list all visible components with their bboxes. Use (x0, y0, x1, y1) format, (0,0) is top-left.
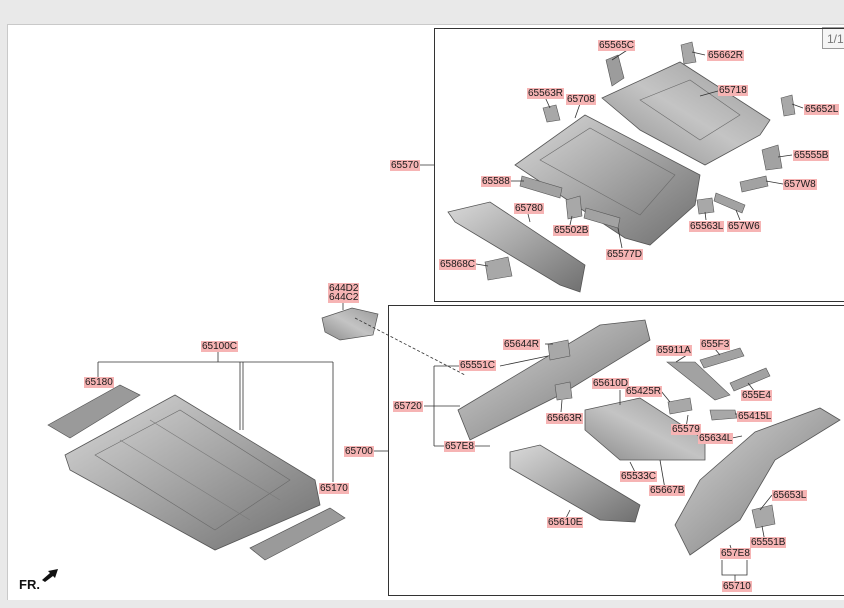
rear-floor-pan-part (514, 114, 701, 246)
part-label-65720[interactable]: 65720 (393, 401, 423, 412)
part-label-65610E[interactable]: 65610E (547, 517, 584, 528)
part-label-65868C[interactable]: 65868C (439, 259, 477, 270)
reinforcement-65180-part (47, 384, 141, 439)
rear-cross-member-part (447, 201, 586, 293)
bracket-65644R-part (547, 339, 571, 361)
part-label-657W8[interactable]: 657W8 (783, 179, 817, 190)
part-label-65610D[interactable]: 65610D (592, 378, 630, 389)
bracket-65425R-part (667, 397, 693, 415)
part-label-655F3[interactable]: 655F3 (700, 339, 731, 350)
side-member-group-box (388, 305, 844, 596)
bracket-65502B-part (565, 195, 583, 220)
bracket-65563L-part (696, 197, 715, 215)
part-label-657E8-upper[interactable]: 657E8 (444, 441, 475, 452)
front-direction-label: FR. (19, 577, 40, 592)
part-label-65565C[interactable]: 65565C (598, 40, 636, 51)
part-label-65577D[interactable]: 65577D (606, 249, 644, 260)
bracket-65588-part (519, 175, 563, 199)
part-label-65551B[interactable]: 65551B (750, 537, 787, 548)
bracket-655F3-part (699, 347, 745, 369)
part-label-65710[interactable]: 65710 (722, 581, 752, 592)
bracket-657W8-part (739, 175, 769, 193)
part-label-65551C[interactable]: 65551C (459, 360, 497, 371)
front-arrow-icon (42, 569, 58, 582)
part-label-657E8-lower[interactable]: 657E8 (720, 548, 751, 559)
part-label-65911A[interactable]: 65911A (656, 345, 692, 356)
part-label-65570[interactable]: 65570 (390, 160, 420, 171)
part-label-65780[interactable]: 65780 (514, 203, 544, 214)
part-label-644D2[interactable]: 644D2 (328, 283, 360, 294)
bracket-65868C-part (484, 256, 513, 281)
bracket-65663R-part (554, 381, 573, 401)
part-label-65425R[interactable]: 65425R (625, 386, 663, 397)
part-label-65502B[interactable]: 65502B (553, 225, 590, 236)
bracket-65415L-part (709, 409, 738, 421)
part-label-65533C[interactable]: 65533C (620, 471, 658, 482)
part-label-657W6[interactable]: 657W6 (727, 221, 761, 232)
bracket-65662R-part (680, 41, 697, 65)
part-label-65662R[interactable]: 65662R (707, 50, 745, 61)
bracket-65653L-part (751, 504, 776, 529)
part-label-65588[interactable]: 65588 (481, 176, 511, 187)
part-label-65563L[interactable]: 65563L (689, 221, 725, 232)
part-label-644C2[interactable]: 644C2 (328, 292, 360, 303)
part-label-65180[interactable]: 65180 (84, 377, 114, 388)
duct-644D2-part (321, 307, 379, 341)
part-label-65644R[interactable]: 65644R (503, 339, 541, 350)
part-label-65100C[interactable]: 65100C (201, 341, 239, 352)
side-member-65720-part (457, 319, 651, 441)
part-label-65555B[interactable]: 65555B (793, 150, 830, 161)
part-label-65708[interactable]: 65708 (566, 94, 596, 105)
rear-floor-group-box (434, 28, 844, 302)
part-label-65579[interactable]: 65579 (671, 424, 701, 435)
page-indicator: 1/1 (822, 27, 844, 49)
part-label-65718[interactable]: 65718 (718, 85, 748, 96)
part-label-65700[interactable]: 65700 (344, 446, 374, 457)
bracket-65563R-part (542, 104, 561, 123)
bracket-657W6-part (713, 192, 746, 214)
bracket-65911A-part (666, 361, 731, 401)
bracket-655E4-part (729, 367, 771, 392)
bracket-65565C-part (605, 54, 625, 87)
part-label-65634L[interactable]: 65634L (698, 433, 734, 444)
part-label-65667B[interactable]: 65667B (649, 485, 686, 496)
reinforcement-65170-part (249, 507, 346, 561)
part-label-655E4[interactable]: 655E4 (741, 390, 772, 401)
part-label-65563R[interactable]: 65563R (527, 88, 565, 99)
bracket-65555B-part (761, 144, 783, 171)
part-label-65415L[interactable]: 65415L (737, 411, 773, 422)
side-member-65710-part (674, 407, 841, 556)
front-floor-pan-part (64, 394, 321, 551)
part-label-65653L[interactable]: 65653L (772, 490, 808, 501)
part-label-65663R[interactable]: 65663R (546, 413, 584, 424)
rear-floor-upper-part (601, 61, 771, 166)
bracket-65652L-part (780, 94, 796, 117)
cross-member-65610D-part (584, 397, 706, 461)
part-label-65652L[interactable]: 65652L (804, 104, 840, 115)
part-label-65170[interactable]: 65170 (319, 483, 349, 494)
side-sill-65610E-part (509, 444, 641, 523)
